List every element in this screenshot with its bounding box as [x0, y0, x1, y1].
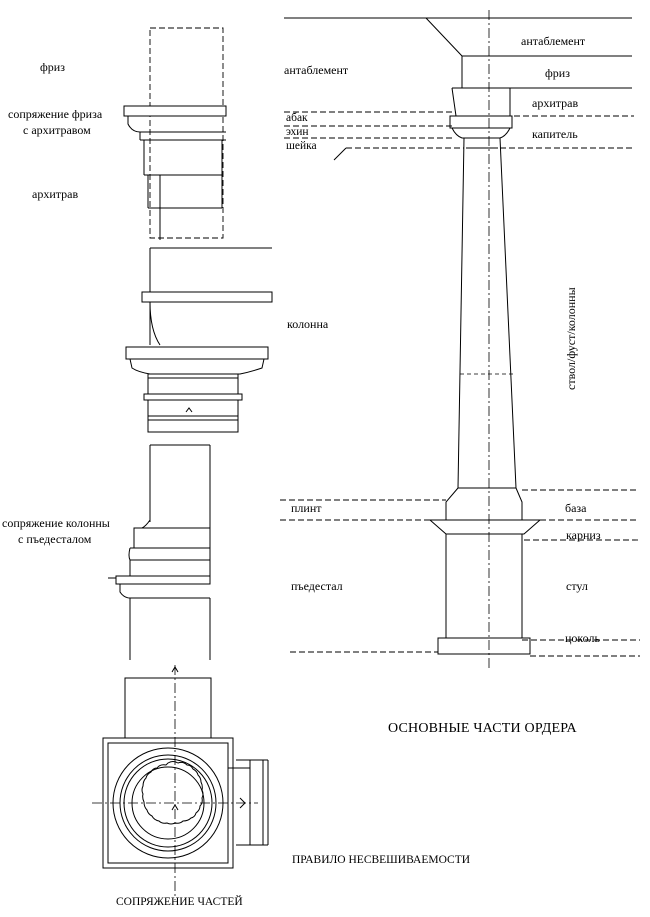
order-elevation [280, 10, 640, 668]
detail-plan-view [92, 665, 269, 900]
label-column-joint-1: сопряжение колонны [2, 516, 110, 530]
label-column: колонна [287, 317, 329, 331]
label-plinth: плинт [291, 501, 322, 515]
label-pedestal: пъедестал [291, 579, 343, 593]
label-shaft: ствол/фуст/колонны [564, 287, 578, 390]
label-frieze-joint-2: с архитравом [23, 123, 91, 137]
joint-cyma [127, 116, 226, 133]
cornice-slope [425, 17, 463, 57]
label-frieze-left: фриз [40, 60, 65, 74]
order-base [445, 487, 523, 521]
title-joints: СОПРЯЖЕНИЕ ЧАСТЕЙ [116, 894, 243, 908]
capital-band [141, 291, 273, 303]
detail-frieze-architrave [123, 27, 227, 240]
pedestal-cornice [115, 575, 211, 585]
pedestal-cornice-order [428, 519, 542, 535]
label-neck: шейка [286, 140, 317, 152]
label-die: стул [566, 579, 588, 593]
order-echinus [451, 127, 511, 139]
label-column-joint-2: с пъедесталом [18, 532, 92, 546]
plan-fluting [141, 761, 204, 825]
detail-column-pedestal [108, 444, 211, 660]
label-frieze-right: фриз [545, 66, 570, 80]
title-main: ОСНОВНЫЕ ЧАСТИ ОРДЕРА [388, 721, 578, 736]
frieze-outline [149, 27, 224, 239]
title-rule: ПРАВИЛО НЕСВЕШИВАЕМОСТИ [292, 854, 470, 866]
plan-outer-square [102, 737, 234, 869]
capital-echinus [129, 358, 265, 375]
label-cornice: карниз [566, 528, 601, 542]
pedestal-plinth [437, 637, 531, 655]
label-echinus: эхин [286, 126, 309, 138]
label-entablature-left: антаблемент [284, 63, 349, 77]
label-architrave-right: архитрав [532, 96, 578, 110]
label-frieze-joint-1: сопряжение фриза [8, 107, 103, 121]
label-base: база [565, 501, 587, 515]
pedestal-die [445, 533, 523, 639]
joint-fillet [123, 105, 227, 117]
label-capital: капитель [532, 127, 578, 141]
label-architrave-left: архитрав [32, 187, 78, 201]
capital-necking [147, 373, 239, 395]
axis-arrow [185, 407, 193, 413]
capital-abacus [125, 346, 269, 360]
label-socle: цоколь [565, 631, 600, 645]
detail-column-capital [125, 247, 273, 433]
order-shaft [457, 137, 517, 489]
order-abacus [449, 115, 513, 129]
label-abacus: абак [286, 112, 308, 124]
label-entablature-right: антаблемент [521, 34, 586, 48]
